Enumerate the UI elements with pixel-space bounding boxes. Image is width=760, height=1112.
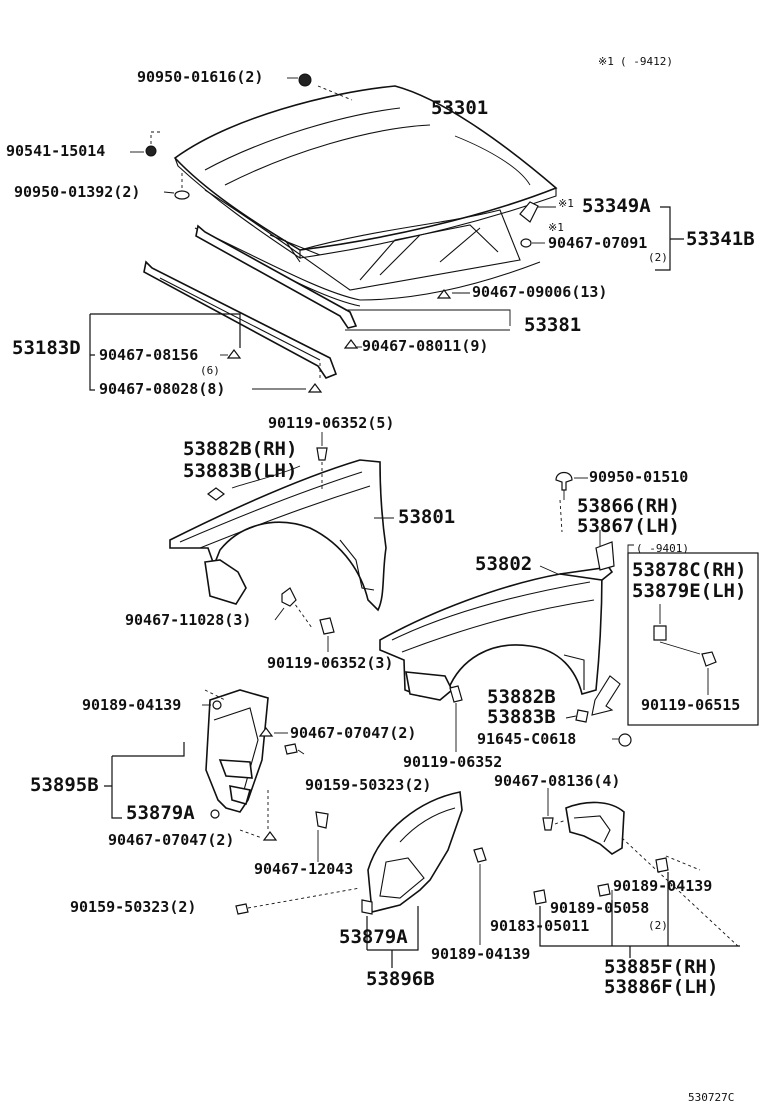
rf-pad-lh-label: 53883B (487, 706, 556, 728)
lf-pad-lh-label: 53883B(LH) (183, 460, 298, 482)
rf-nut-label: 91645-C0618 (477, 730, 577, 748)
left-mudguard-fasteners (210, 700, 298, 841)
cowl-part-label: 53381 (524, 314, 582, 336)
set-left-label: 53183D (12, 337, 81, 359)
note-marker: ※1 (598, 55, 614, 68)
right-fender-leader-lines (455, 477, 619, 752)
note-range: ( -9412) (620, 55, 673, 68)
right-inset-box (627, 544, 759, 726)
left-fender-panel (169, 459, 387, 629)
weatherstrip-mark: ※1 (558, 197, 574, 210)
mg-set-label: 53895B (30, 774, 99, 796)
rl-clip-top-label: 90467-08136(4) (494, 772, 621, 790)
hood-fasteners (145, 73, 539, 393)
cowl-clip-label: 90467-08011(9) (362, 337, 489, 355)
rl-clip-c-qty: (2) (648, 919, 668, 932)
lf-clip-label: 90467-11028(3) (125, 611, 252, 629)
right-liner (565, 801, 625, 855)
mg-clip-a-label: 90467-07047(2) (290, 724, 417, 742)
clip-mark: ※1 (548, 221, 564, 234)
left-mudguard (205, 689, 269, 813)
rf-bracket-rh-label: 53866(RH) (577, 495, 680, 517)
rf-inset-lh-label: 53879E(LH) (632, 580, 747, 602)
hood-clip-qty: (2) (648, 251, 668, 264)
clip-left-a-qty: (6) (200, 364, 220, 377)
lf-pad-rh-label: 53882B(RH) (183, 438, 298, 460)
right-fender-panel (379, 558, 614, 701)
rf-bolt-label: 90119-06352 (403, 753, 503, 771)
right-liner-fasteners (533, 817, 669, 905)
rf-grommet-label: 90950-01510 (589, 468, 689, 486)
cl-seal-label: 53879A (339, 926, 408, 948)
rl-clip-c-label: 90183-05011 (490, 917, 590, 935)
rl-clip-b-label: 90189-05058 (550, 899, 650, 917)
hood-fastener-top-label: 90950-01616(2) (137, 68, 264, 86)
hood-fastener-left-label: 90541-15014 (6, 142, 106, 160)
weatherstrip-label: 53349A (582, 195, 651, 217)
left-mudguard-leader-lines (104, 689, 305, 839)
rf-bracket-lh-label: 53867(LH) (577, 515, 680, 537)
rf-inset-range: ( -9401) (636, 542, 689, 555)
lf-bolt-bottom-label: 90119-06352(3) (267, 654, 394, 672)
seal-clip-label: 90467-09006(13) (472, 283, 608, 301)
mg-clip-b-label: 90467-07047(2) (108, 831, 235, 849)
cl-set-label: 53896B (366, 968, 435, 990)
footer-code: 530727C (688, 1091, 735, 1104)
lf-bolt-top-label: 90119-06352(5) (268, 414, 395, 432)
rl-clip-a-label: 90189-04139 (613, 877, 713, 895)
cl-screw-label: 90159-50323(2) (70, 898, 197, 916)
cl-clip-label: 90467-12043 (254, 860, 354, 878)
left-fender-fasteners (207, 447, 335, 635)
cl-clip-bottom-label: 90189-04139 (431, 945, 531, 963)
rf-inset-rh-label: 53878C(RH) (632, 559, 747, 581)
center-liner (367, 791, 463, 914)
hood-inner-frame (204, 189, 521, 291)
right-liner-leader-lines (539, 788, 741, 958)
left-fender-leader-lines (231, 432, 394, 652)
hood-panel (173, 85, 558, 260)
rl-set-lh-label: 53886F(LH) (604, 976, 719, 998)
mg-screw-label: 90159-50323(2) (305, 776, 432, 794)
center-liner-leader-lines (247, 830, 481, 968)
rl-set-rh-label: 53885F(RH) (604, 956, 719, 978)
right-fender-fasteners (449, 471, 632, 747)
clip-left-a-label: 90467-08156 (99, 346, 199, 364)
mg-seal-label: 53879A (126, 802, 195, 824)
clip-left-b-label: 90467-08028(8) (99, 380, 226, 398)
mg-clip-top-label: 90189-04139 (82, 696, 182, 714)
hood-clip-label: 90467-07091 (548, 234, 648, 252)
center-liner-fasteners (235, 811, 487, 915)
rf-inset-bolt-label: 90119-06515 (641, 696, 741, 714)
hood-part-label: 53301 (431, 97, 489, 119)
lf-part-label: 53801 (398, 506, 456, 528)
hood-leader-lines (89, 77, 684, 391)
hood-set-label: 53341B (686, 228, 755, 250)
hood-bump-label: 90950-01392(2) (14, 183, 141, 201)
rf-pad-rh-label: 53882B (487, 686, 556, 708)
right-fender-arrow (591, 675, 621, 716)
rf-part-label: 53802 (475, 553, 533, 575)
